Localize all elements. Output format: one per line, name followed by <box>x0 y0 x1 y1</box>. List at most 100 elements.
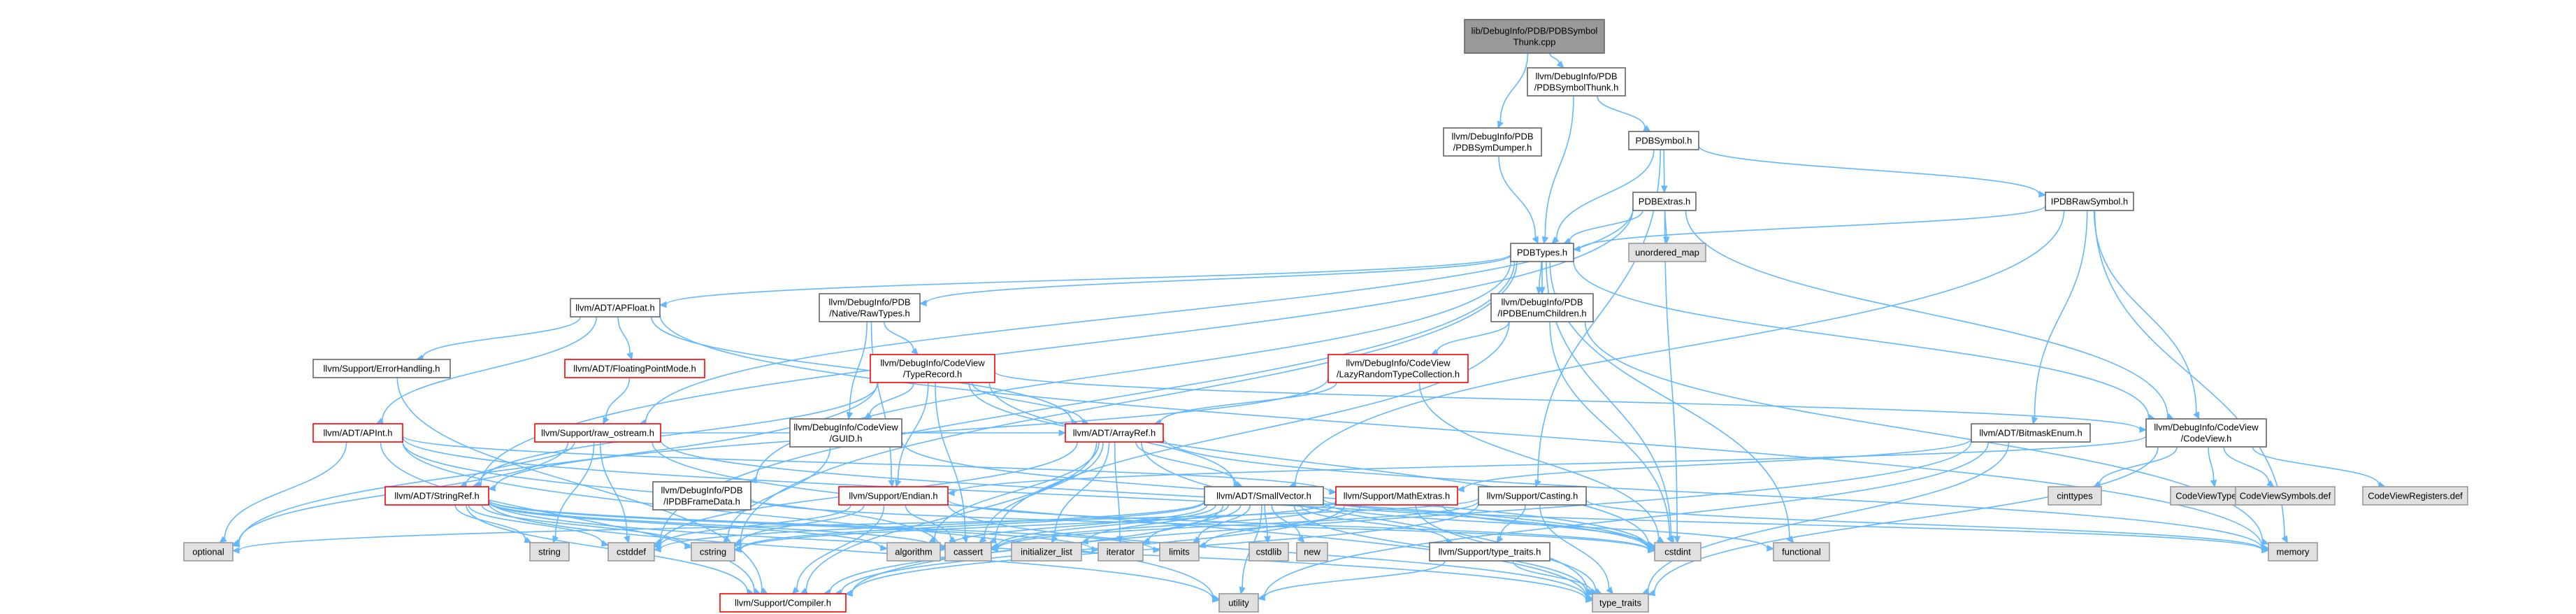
node-codeviewregisters: CodeViewRegisters.def <box>2362 486 2468 506</box>
node-label: /PDBSymDumper.h <box>1453 143 1532 153</box>
edge-pdbsymdumper-to-pdbtypes <box>1498 155 1539 245</box>
node-label: llvm/DebugInfo/CodeView <box>880 358 985 369</box>
node-smallvector[interactable]: llvm/ADT/SmallVector.h <box>1204 486 1324 506</box>
node-label: Thunk.cpp <box>1513 37 1556 48</box>
node-memory: memory <box>2268 542 2318 562</box>
node-cstdlib: cstdlib <box>1249 542 1289 562</box>
node-label: /IPDBFrameData.h <box>663 497 740 507</box>
node-endian[interactable]: llvm/Support/Endian.h <box>838 486 949 506</box>
node-ipdbframedata[interactable]: llvm/DebugInfo/PDB/IPDBFrameData.h <box>652 481 751 511</box>
edge-pdbextras-to-cstdint <box>1664 210 1681 544</box>
node-box <box>1327 354 1469 383</box>
edge-bitmaskenum-to-utility <box>1257 441 1989 601</box>
edge-ipdbenum-to-cstdint <box>1549 321 1674 544</box>
node-string: string <box>529 542 570 562</box>
node-label: llvm/DebugInfo/PDB <box>661 485 742 496</box>
node-label: llvm/DebugInfo/PDB <box>828 297 910 308</box>
node-mathextras[interactable]: llvm/Support/MathExtras.h <box>1335 486 1458 506</box>
node-label: cinttypes <box>2057 491 2093 501</box>
node-box <box>384 486 489 506</box>
node-errorhandling[interactable]: llvm/Support/ErrorHandling.h <box>312 359 451 378</box>
node-box <box>1098 542 1144 562</box>
node-label: llvm/DebugInfo/PDB <box>1451 131 1533 142</box>
node-label: unordered_map <box>1635 248 1699 258</box>
edge-ipdbenum-to-lazyrandom <box>1430 321 1510 355</box>
node-unordered_map: unordered_map <box>1628 243 1706 262</box>
node-root: lib/DebugInfo/PDB/PDBSymbolThunk.cpp <box>1464 19 1605 54</box>
node-label: llvm/DebugInfo/PDB <box>1501 297 1583 308</box>
nodes-layer: lib/DebugInfo/PDB/PDBSymbolThunk.cpp llvm… <box>183 19 2468 613</box>
node-label: llvm/ADT/BitmaskEnum.h <box>1979 428 2082 438</box>
edge-apfloat-to-errorhandling <box>415 316 581 362</box>
node-box <box>312 359 451 378</box>
node-label: llvm/Support/ErrorHandling.h <box>324 364 440 374</box>
node-arrayref[interactable]: llvm/ADT/ArrayRef.h <box>1065 423 1164 443</box>
node-casting[interactable]: llvm/Support/Casting.h <box>1478 486 1587 506</box>
node-label: memory <box>2277 547 2310 557</box>
node-box <box>607 542 655 562</box>
edge-endian-to-cstring <box>733 504 865 547</box>
node-ipdbrawsymbol[interactable]: IPDBRawSymbol.h <box>2045 192 2134 211</box>
node-box <box>838 486 949 506</box>
node-guid[interactable]: llvm/DebugInfo/CodeView/GUID.h <box>789 418 902 448</box>
node-lazyrandom[interactable]: llvm/DebugInfo/CodeView/LazyRandomTypeCo… <box>1327 354 1469 383</box>
node-label: llvm/Support/Casting.h <box>1487 491 1578 501</box>
edge-pdbsymbol-to-ipdbrawsymbol <box>1698 145 2047 198</box>
node-box <box>2045 192 2134 211</box>
edge-codeview-to-cinttypes <box>2093 446 2178 487</box>
node-box <box>1490 293 1594 322</box>
edge-apint-to-compiler <box>380 441 761 594</box>
node-limits: limits <box>1159 542 1200 562</box>
edge-rawtypes-to-endian <box>870 321 895 488</box>
node-rawtypes[interactable]: llvm/DebugInfo/PDB/Native/RawTypes.h <box>819 293 921 322</box>
node-box <box>1510 243 1574 262</box>
node-pdbsymdumper[interactable]: llvm/DebugInfo/PDB/PDBSymDumper.h <box>1443 127 1542 157</box>
node-label: functional <box>1782 547 1821 557</box>
node-typerecord[interactable]: llvm/DebugInfo/CodeView/TypeRecord.h <box>870 354 995 383</box>
node-box <box>2048 486 2102 506</box>
node-pdbtypes[interactable]: PDBTypes.h <box>1510 243 1574 262</box>
edge-typerecord-to-guid <box>863 382 914 420</box>
edge-typerecord-to-codeview <box>994 371 2147 433</box>
node-apfloat[interactable]: llvm/ADT/APFloat.h <box>570 298 661 317</box>
node-floatingpointmode[interactable]: llvm/ADT/FloatingPointMode.h <box>564 359 705 378</box>
edge-pdbsymbolthunk-to-pdbtypes <box>1541 95 1574 245</box>
node-label: llvm/ADT/SmallVector.h <box>1216 491 1311 501</box>
edge-pdbsymbol-to-pdbtypes <box>1551 149 1655 244</box>
node-ipdbenum[interactable]: llvm/DebugInfo/PDB/IPDBEnumChildren.h <box>1490 293 1594 322</box>
edge-apfloat-to-floatingpointmode <box>617 316 633 361</box>
node-raw_ostream[interactable]: llvm/Support/raw_ostream.h <box>534 423 661 443</box>
edge-pdbtypes-to-rawtypes <box>919 254 1511 307</box>
node-stringref[interactable]: llvm/ADT/StringRef.h <box>384 486 489 506</box>
node-label: llvm/Support/MathExtras.h <box>1344 491 1450 501</box>
node-codeview[interactable]: llvm/DebugInfo/CodeView/CodeView.h <box>2145 418 2267 448</box>
edge-apint-to-optional <box>219 441 347 543</box>
edge-endian-to-compiler <box>791 504 885 594</box>
edge-ipdbrawsymbol-to-memory <box>2094 210 2289 544</box>
node-bitmaskenum[interactable]: llvm/ADT/BitmaskEnum.h <box>1971 423 2091 443</box>
node-label: cstdlib <box>1256 547 1282 557</box>
node-pdbsymbol[interactable]: PDBSymbol.h <box>1628 131 1699 150</box>
node-compiler[interactable]: llvm/Support/Compiler.h <box>719 593 847 613</box>
node-label: cstring <box>700 547 726 557</box>
node-type_traits_h[interactable]: llvm/Support/type_traits.h <box>1429 542 1550 562</box>
node-label: /GUID.h <box>830 434 863 444</box>
node-box <box>2362 486 2468 506</box>
node-pdbextras[interactable]: PDBExtras.h <box>1632 192 1697 211</box>
node-box <box>312 423 403 443</box>
node-box <box>564 359 705 378</box>
edge-pdbsymbolthunk-to-pdbsymbol <box>1596 95 1651 132</box>
edge-pdbtypes-to-apfloat <box>659 253 1511 308</box>
node-label: llvm/ADT/APFloat.h <box>575 303 654 313</box>
node-pdbsymbolthunk[interactable]: llvm/DebugInfo/PDB/PDBSymbolThunk.h <box>1527 67 1626 97</box>
node-box <box>534 423 661 443</box>
node-apint[interactable]: llvm/ADT/APInt.h <box>312 423 403 443</box>
node-label: /LazyRandomTypeCollection.h <box>1337 369 1460 380</box>
node-label: string <box>538 547 561 557</box>
node-box <box>1628 131 1699 150</box>
node-label: initializer_list <box>1021 547 1072 557</box>
edge-pdbextras-to-codeview <box>1685 210 2175 420</box>
edge-endian-to-cassert <box>905 504 957 543</box>
edge-smallvector-to-initializer_list <box>1080 504 1230 545</box>
node-functional: functional <box>1773 542 1830 562</box>
